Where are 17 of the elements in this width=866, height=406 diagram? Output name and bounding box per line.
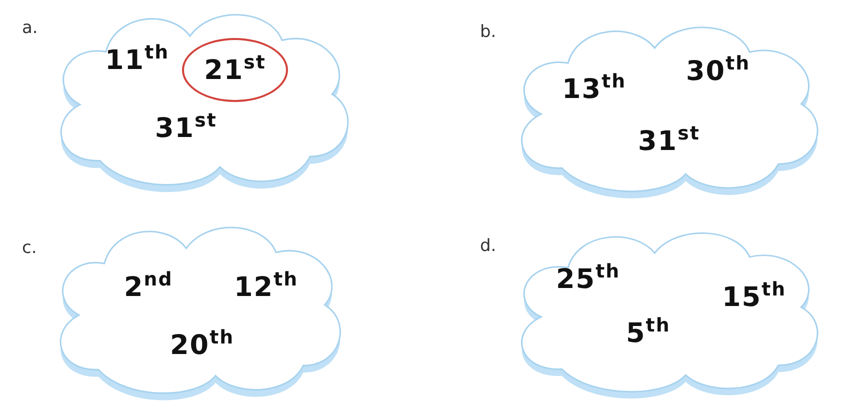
ordinal-number: 2$^{nd}$ [124,272,173,303]
panel-letter: b. [480,22,496,42]
ordinal-number: 31$^{st}$ [638,126,700,157]
ordinal-number: 13$^{th}$ [562,74,626,105]
ordinal-number: 25$^{th}$ [556,264,620,295]
ordinal-number: 5$^{th}$ [626,318,670,349]
ordinal-number: 12$^{th}$ [234,272,298,303]
ordinal-number: 11$^{th}$ [105,45,170,76]
panel-letter: c. [22,238,37,258]
panel-letter: d. [480,236,496,256]
highlight-circle [182,38,288,102]
ordinal-number: 21$^{st}$ [204,54,266,86]
ordinal-number: 30$^{th}$ [686,56,750,87]
ordinal-number: 15$^{th}$ [722,282,786,313]
panel-letter: a. [22,18,38,38]
ordinal-number: 31$^{st}$ [155,113,217,144]
ordinal-number: 20$^{th}$ [170,330,234,361]
